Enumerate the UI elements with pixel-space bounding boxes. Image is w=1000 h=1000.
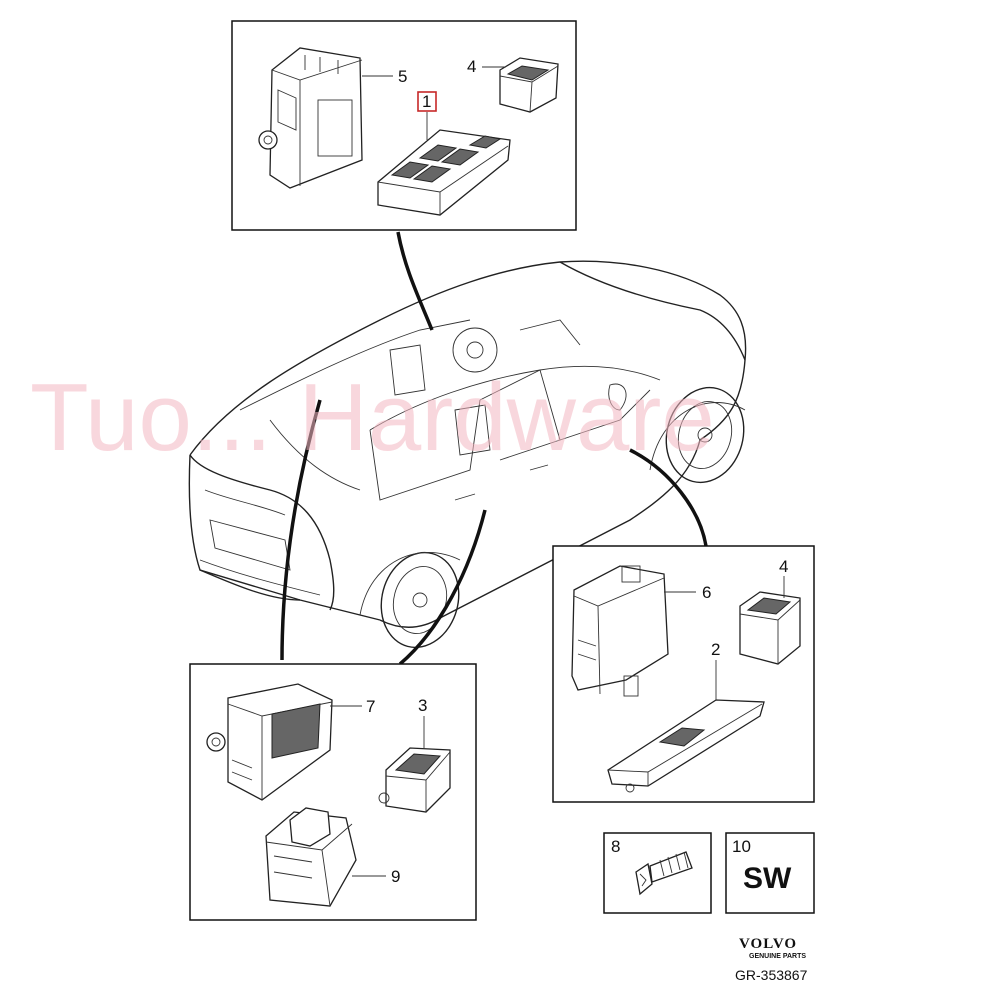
- part-5-module: [258, 47, 363, 189]
- top-detail-box: [231, 20, 577, 231]
- callout-7: 7: [366, 697, 375, 716]
- callout-4-right: 4: [779, 557, 788, 576]
- callout-4-top: 4: [467, 57, 476, 76]
- bottom-right-detail-box: [552, 545, 815, 803]
- box-8-screw: [603, 832, 712, 914]
- brand-name: VOLVO: [739, 936, 797, 952]
- callout-9: 9: [391, 867, 400, 886]
- part-9-switch: [265, 807, 357, 907]
- diagram-code: GR-353867: [735, 967, 808, 983]
- callout-5: 5: [398, 67, 407, 86]
- watermark-text: Tuo... Hardware: [30, 364, 715, 471]
- callout-3: 3: [418, 696, 427, 715]
- bottom-left-detail-box: [189, 663, 477, 921]
- part-4-switch-right: [739, 591, 801, 665]
- part-3-switch: [378, 747, 451, 813]
- callout-2: 2: [711, 640, 720, 659]
- box-10-text: SW: [743, 862, 792, 895]
- part-7-module: [206, 683, 333, 801]
- callout-6: 6: [702, 583, 711, 602]
- brand-subtitle: GENUINE PARTS: [749, 953, 806, 960]
- callout-1: 1: [422, 92, 431, 111]
- part-4-switch-top: [499, 57, 559, 113]
- callout-8: 8: [611, 837, 620, 856]
- box-10-sw: [725, 832, 815, 914]
- part-6-module: [571, 565, 669, 697]
- pointer-arrows: [280, 231, 708, 666]
- callout-10: 10: [732, 837, 751, 856]
- part-1-switch-panel: [377, 129, 511, 216]
- highlight-box-1: [417, 91, 437, 112]
- car-illustration: [188, 260, 747, 649]
